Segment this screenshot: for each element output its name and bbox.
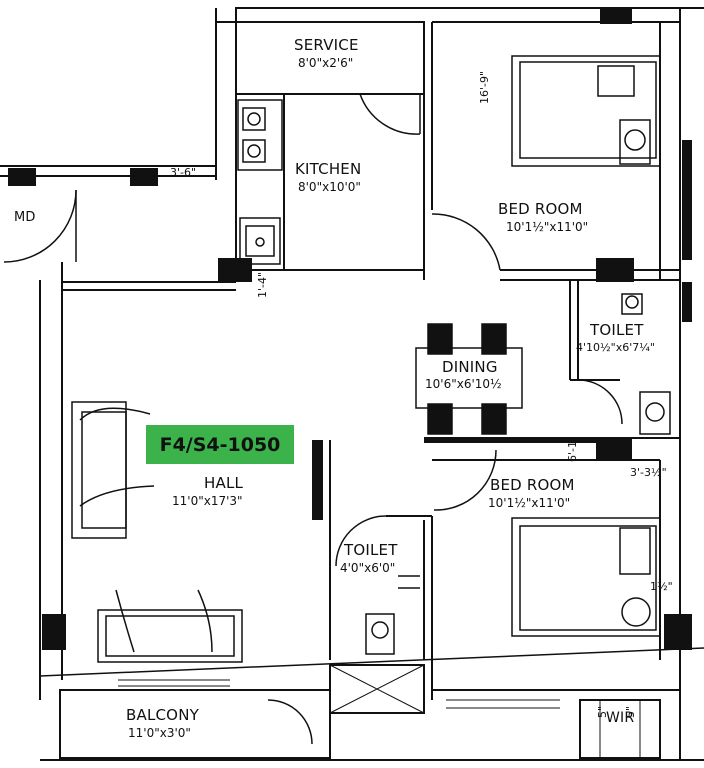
balcony-size: 11'0"x3'0" [128, 726, 191, 740]
walls [0, 7, 704, 761]
bed-1 [511, 55, 661, 167]
sofas [71, 401, 243, 663]
entrance-width-dimension: 3'-6" [170, 166, 197, 179]
bed2-offset-dimension: 3'-3½" [630, 466, 667, 479]
bed2-offset-lower-dimension: 1½" [650, 580, 673, 593]
kitchen-gap-dimension: 1'-4" [256, 271, 269, 298]
toilet-2-label: TOILET [344, 541, 398, 559]
columns [8, 8, 692, 650]
unit-label-badge: F4/S4-1050 [146, 425, 294, 464]
bedroom-2-size: 10'1½"x11'0" [488, 496, 571, 510]
hall-size: 11'0"x17'3" [172, 494, 243, 508]
toilet-fixtures [365, 293, 671, 655]
dining-label: DINING [442, 358, 498, 376]
windows [118, 679, 560, 709]
bedroom-1-label: BED ROOM [498, 200, 583, 218]
wir-left-dimension: 5" [596, 705, 609, 718]
bedroom-2-label: BED ROOM [490, 476, 575, 494]
dining-set [415, 323, 523, 435]
toilet-1-label: TOILET [590, 321, 644, 339]
wir-label: WIR [606, 710, 635, 726]
service-label: SERVICE [294, 36, 359, 54]
kitchen-label: KITCHEN [295, 160, 362, 178]
toilet-2-size: 4'0"x6'0" [340, 561, 396, 575]
toilet-1-size: 4'10½"x6'7¼" [576, 341, 655, 354]
hall-label: HALL [204, 474, 244, 492]
md-label: MD [14, 210, 36, 225]
dining-size: 10'6"x6'10½ [425, 377, 502, 391]
door-swings [3, 93, 623, 745]
kitchen-fixtures [237, 99, 283, 265]
wir-right-dimension: 5" [624, 705, 637, 718]
bedroom-1-size: 10'1½"x11'0" [506, 220, 589, 234]
bath-gap-dimension: 6'-1" [566, 435, 579, 462]
top-vertical-dimension: 16'-9" [478, 70, 491, 104]
kitchen-size: 8'0"x10'0" [298, 180, 361, 194]
balcony-label: BALCONY [126, 706, 199, 724]
bed-2 [511, 517, 661, 637]
service-size: 8'0"x2'6" [298, 56, 354, 70]
